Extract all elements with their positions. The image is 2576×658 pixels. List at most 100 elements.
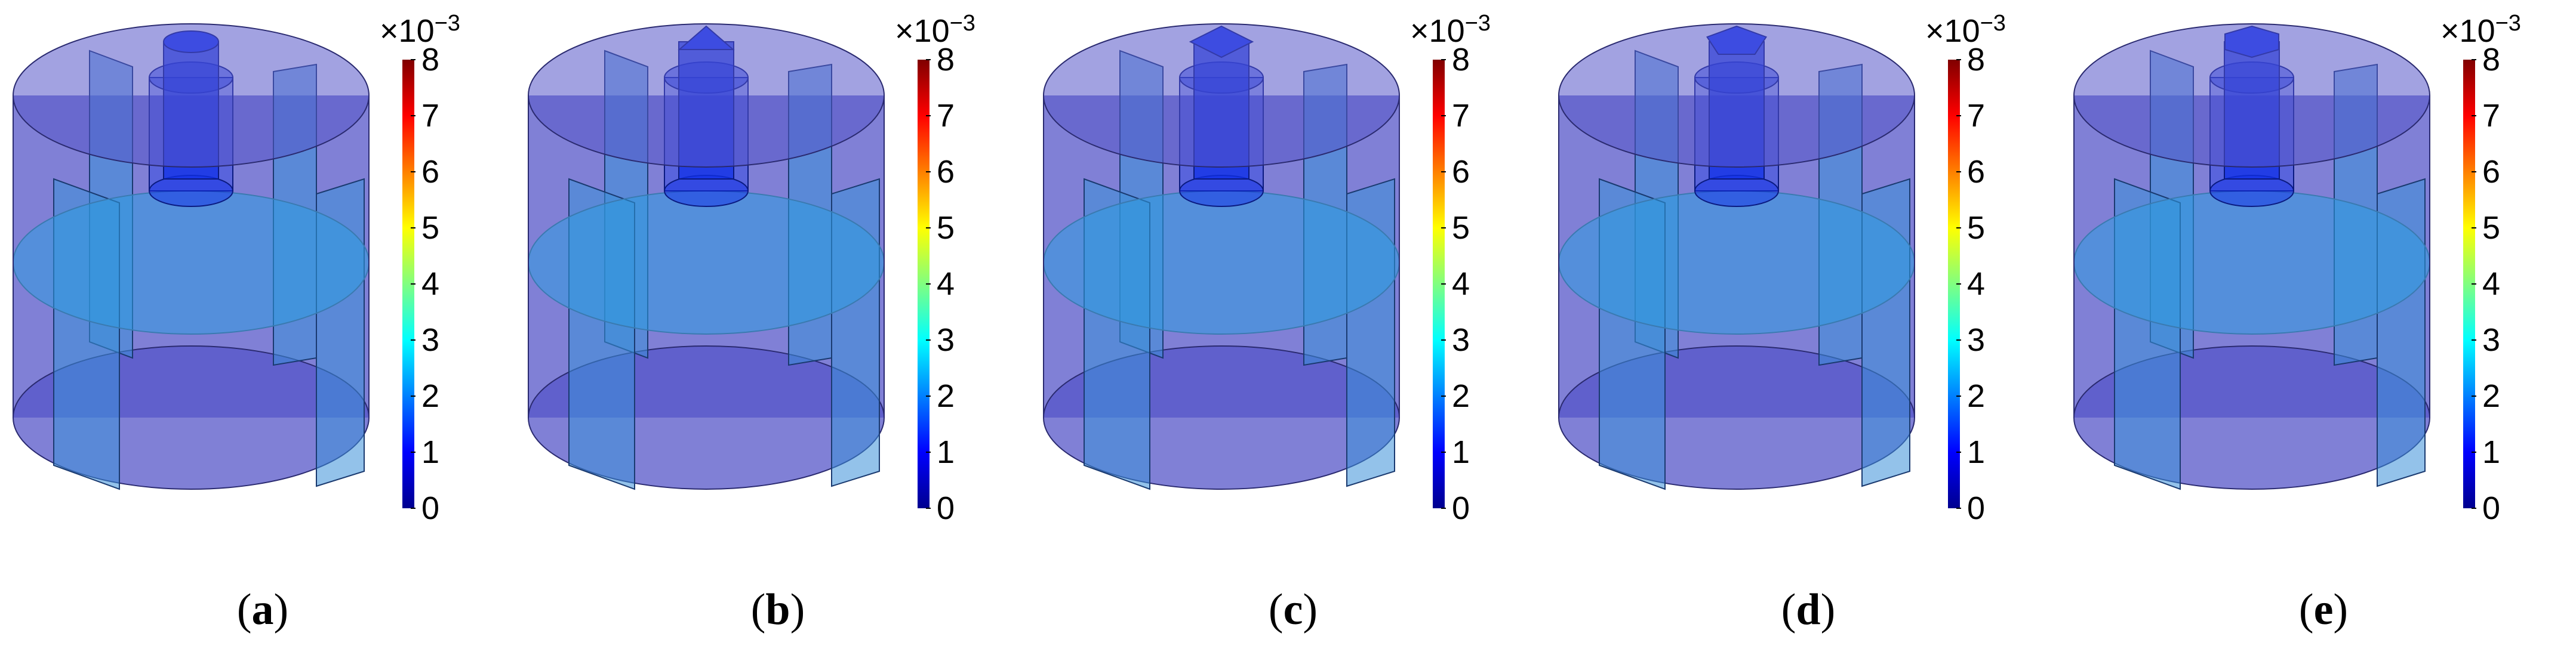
colorbar-tick-mark [926, 227, 931, 228]
colorbar-tick-mark [1956, 452, 1961, 453]
colorbar-tick-label: 2 [1967, 378, 1986, 414]
colorbar-tick-mark [926, 339, 931, 341]
colorbar-tick-mark [1441, 171, 1446, 172]
colorbar-tick-mark [1441, 59, 1446, 60]
colorbar-tick-label: 7 [1967, 98, 1986, 134]
colorbar-tick-label: 2 [1452, 378, 1470, 414]
colorbar-tick-mark [1441, 508, 1446, 509]
tank-model [13, 23, 370, 490]
colorbar-tick-mark [411, 452, 416, 453]
colorbar-tick-mark [411, 339, 416, 341]
colorbar-multiplier: ×10−3 [895, 11, 975, 49]
colorbar-tick-label: 8 [1452, 42, 1470, 78]
colorbar-multiplier: ×10−3 [2440, 11, 2521, 49]
colorbar-tick-label: 7 [937, 98, 955, 134]
panel-letter: c [1283, 585, 1303, 634]
colorbar-tick-mark [411, 171, 416, 172]
tank-top [1043, 23, 1400, 168]
colorbar-tick-mark [411, 59, 416, 60]
tank-top [1558, 23, 1915, 168]
colorbar-tick-mark [2472, 396, 2476, 397]
colorbar-tick-mark [2472, 508, 2476, 509]
colorbar-tick-mark [411, 115, 416, 116]
panel-letter: b [765, 585, 790, 634]
colorbar-tick-label: 1 [937, 434, 955, 470]
colorbar-tick-label: 4 [2482, 266, 2501, 302]
colorbar-multiplier: ×10−3 [1925, 11, 2006, 49]
colorbar-tick-label: 0 [937, 490, 955, 526]
colorbar-tick-mark [2472, 227, 2476, 228]
panel-caption: (d) [1781, 585, 1836, 634]
impeller-housing-bottom [1179, 175, 1264, 207]
colorbar-tick-mark [2472, 59, 2476, 60]
colorbar-tick-label: 6 [2482, 154, 2501, 190]
panel-caption: (b) [750, 585, 805, 634]
tank-model [2073, 23, 2430, 490]
colorbar-tick-mark [2472, 115, 2476, 116]
colorbar-tick-mark [1956, 339, 1961, 341]
panel-letter: a [251, 585, 274, 634]
tank-top [528, 23, 885, 168]
impeller-disc [2073, 190, 2430, 335]
colorbar-tick-label: 8 [1967, 42, 1986, 78]
colorbar-tick-label: 8 [937, 42, 955, 78]
colorbar-tick-label: 4 [421, 266, 440, 302]
colorbar-tick-mark [926, 508, 931, 509]
colorbar-tick-mark [1956, 171, 1961, 172]
colorbar-tick-mark [926, 283, 931, 285]
colorbar-tick-mark [926, 396, 931, 397]
colorbar-tick-label: 3 [1452, 322, 1470, 358]
panel-letter: d [1796, 585, 1821, 634]
colorbar-tick-label: 6 [1967, 154, 1986, 190]
colorbar-tick-label: 2 [937, 378, 955, 414]
colorbar-tick-mark [411, 508, 416, 509]
colorbar-tick-mark [2472, 283, 2476, 285]
impeller-disc [1558, 190, 1915, 335]
colorbar-tick-mark [926, 59, 931, 60]
colorbar-tick-mark [411, 283, 416, 285]
colorbar-tick-label: 5 [1452, 210, 1470, 246]
colorbar-tick-mark [1956, 227, 1961, 228]
colorbar-tick-label: 1 [421, 434, 440, 470]
colorbar-tick-mark [1956, 508, 1961, 509]
panel-letter: e [2313, 585, 2334, 634]
colorbar-tick-label: 0 [421, 490, 440, 526]
colorbar-tick-label: 4 [1452, 266, 1470, 302]
impeller-disc [13, 190, 370, 335]
colorbar-tick-label: 8 [421, 42, 440, 78]
colorbar-tick-label: 1 [1967, 434, 1986, 470]
colorbar-multiplier: ×10−3 [1410, 11, 1491, 49]
colorbar-tick-label: 3 [2482, 322, 2501, 358]
colorbar-tick-label: 4 [1967, 266, 1986, 302]
colorbar-tick-mark [411, 396, 416, 397]
tank-model [1558, 23, 1915, 490]
panel-caption: (e) [2298, 585, 2349, 634]
tank-model [528, 23, 885, 490]
colorbar-tick-mark [1441, 115, 1446, 116]
colorbar-tick-label: 5 [421, 210, 440, 246]
impeller-disc [1043, 190, 1400, 335]
impeller-disc [528, 190, 885, 335]
colorbar-tick-label: 1 [1452, 434, 1470, 470]
panel-caption: (a) [236, 585, 289, 634]
impeller-housing-bottom [664, 175, 749, 207]
tank-model [1043, 23, 1400, 490]
colorbar-tick-mark [1956, 115, 1961, 116]
colorbar-tick-mark [411, 227, 416, 228]
colorbar-tick-label: 5 [937, 210, 955, 246]
colorbar-tick-label: 7 [2482, 98, 2501, 134]
colorbar-tick-label: 8 [2482, 42, 2501, 78]
panel-caption: (c) [1268, 585, 1318, 634]
colorbar-tick-mark [926, 452, 931, 453]
colorbar-tick-mark [2472, 452, 2476, 453]
tank-top [13, 23, 370, 168]
colorbar-tick-label: 1 [2482, 434, 2501, 470]
colorbar-tick-mark [926, 171, 931, 172]
impeller-housing-bottom [1694, 175, 1779, 207]
colorbar-tick-mark [1441, 396, 1446, 397]
